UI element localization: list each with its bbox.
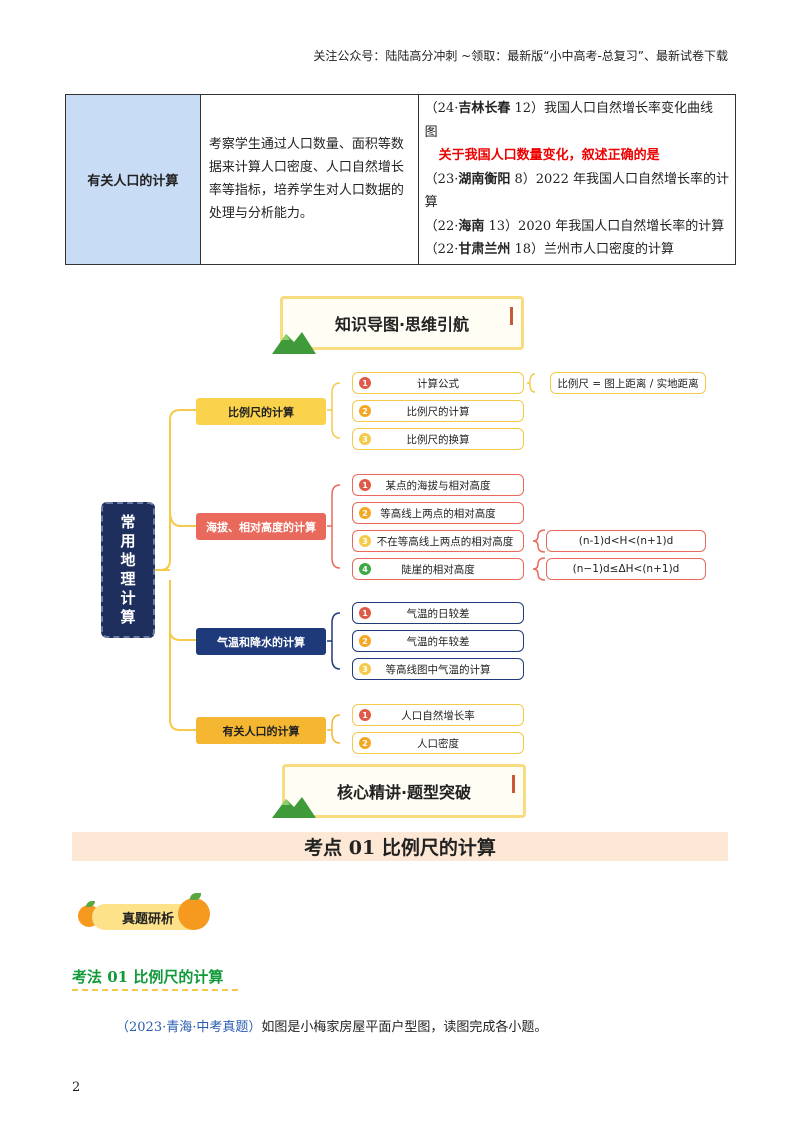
page-number: 2 xyxy=(72,1080,81,1095)
item-post: 12）我国人口自然增长率变化曲线 xyxy=(510,101,714,116)
item-src: 甘肃兰州 xyxy=(458,242,511,257)
scale-formula: 比例尺 = 图上距离 / 实地距离 xyxy=(550,372,706,394)
leaf-label: 气温的日较差 xyxy=(406,607,470,620)
mindmap-connectors xyxy=(150,373,546,744)
item-src: 湖南衡阳 xyxy=(458,171,511,187)
formula-cliff-height: (n−1)d≤ΔH<(n+1)d xyxy=(546,558,706,580)
leaf-icon xyxy=(86,901,95,907)
leaf-label: 比例尺的换算 xyxy=(406,433,470,446)
leaf-label: 等高线上两点的相对高度 xyxy=(380,507,496,520)
mountain-icon xyxy=(272,797,316,818)
item-pre: （22· xyxy=(424,218,459,234)
root-char: 常 xyxy=(120,513,136,531)
leaf-cliff: 4 陡崖的相对高度 xyxy=(352,558,524,580)
leaf-contour-temp: 3 等高线图中气温的计算 xyxy=(352,658,524,680)
root-char: 计 xyxy=(120,589,136,607)
item-line: 图 xyxy=(425,121,729,145)
banner-tick xyxy=(512,775,515,793)
leaf-elevation-off-contour: 3 不在等高线上两点的相对高度 xyxy=(352,530,524,552)
leaf-label: 某点的海拔与相对高度 xyxy=(385,479,491,492)
orange-icon xyxy=(178,898,210,930)
leaf-annual-range: 2 气温的年较差 xyxy=(352,630,524,652)
number-badge: 1 xyxy=(359,377,371,389)
leaf-icon xyxy=(190,893,201,900)
number-badge: 3 xyxy=(359,535,371,547)
item-pre: 算 xyxy=(424,195,438,210)
item-pre: （24· xyxy=(424,101,459,116)
leaf-label: 人口自然增长率 xyxy=(401,709,475,722)
leaf-label: 比例尺的计算 xyxy=(406,405,470,418)
formula-relative-height: (n-1)d<H<(n+1)d xyxy=(546,530,706,552)
banner-title: 核心精讲·题型突破 xyxy=(336,783,472,802)
leaf-scale-calc: 2 比例尺的计算 xyxy=(352,400,524,422)
mindmap-root: 常用地理计算 xyxy=(101,502,155,638)
number-badge: 1 xyxy=(359,709,371,721)
leaf-formula: 1 计算公式 xyxy=(352,372,524,394)
root-char: 理 xyxy=(120,570,136,588)
leaf-label: 计算公式 xyxy=(417,377,459,390)
leaf-elevation-contour: 2 等高线上两点的相对高度 xyxy=(352,502,524,524)
mindmap-banner: 知识导图·思维引航 xyxy=(280,296,524,350)
number-badge: 2 xyxy=(359,737,371,749)
banner-tick xyxy=(510,307,513,325)
item-post: 13）2020 年我国人口自然增长率的计算 xyxy=(484,218,725,234)
item-src: 海南 xyxy=(458,218,485,234)
item-pre: （22· xyxy=(424,242,459,257)
item-line: （22·海南 13）2020 年我国人口自然增长率的计算 xyxy=(425,215,729,239)
number-badge: 2 xyxy=(359,635,371,647)
question-text: 如图是小梅家房屋平面户型图，读图完成各小题。 xyxy=(261,1020,548,1035)
question-source: （2023·青海·中考真题） xyxy=(116,1020,262,1035)
leaf-label: 不在等高线上两点的相对高度 xyxy=(376,535,514,548)
leaf-growth-rate: 1 人口自然增长率 xyxy=(352,704,524,726)
item-pre: （23· xyxy=(424,171,459,187)
leaf-elevation-point: 1 某点的海拔与相对高度 xyxy=(352,474,524,496)
root-char: 用 xyxy=(120,532,136,550)
mountain-icon xyxy=(272,332,316,354)
leaf-daily-range: 1 气温的日较差 xyxy=(352,602,524,624)
leaf-label: 气温的年较差 xyxy=(406,635,470,648)
category-climate: 气温和降水的计算 xyxy=(196,628,326,655)
item-line: 关于我国人口数量变化，叙述正确的是 xyxy=(425,144,729,168)
number-badge: 3 xyxy=(359,663,371,675)
category-scale: 比例尺的计算 xyxy=(196,398,326,425)
item-line: 算 xyxy=(425,191,729,215)
question-stem: （2023·青海·中考真题）如图是小梅家房屋平面户型图，读图完成各小题。 xyxy=(116,1016,547,1035)
category-population: 有关人口的计算 xyxy=(196,717,326,744)
method-underline xyxy=(72,989,238,991)
page-header: 关注公众号：陆陆高分冲刺 ~领取：最新版“小中高考-总复习”、最新试卷下载 xyxy=(313,49,728,63)
items-cell: （24·吉林长春 12）我国人口自然增长率变化曲线图关于我国人口数量变化，叙述正… xyxy=(417,94,737,265)
number-badge: 2 xyxy=(359,405,371,417)
item-line: （24·吉林长春 12）我国人口自然增长率变化曲线 xyxy=(425,97,729,121)
number-badge: 1 xyxy=(359,479,371,491)
method-title: 考法 01 比例尺的计算 xyxy=(72,966,238,991)
item-pre: 图 xyxy=(424,124,438,140)
banner-title: 知识导图·思维引航 xyxy=(334,315,470,334)
number-badge: 3 xyxy=(359,433,371,445)
requirement-cell: 考察学生通过人口数量、面积等数据来计算人口密度、人口自然增长率等指标，培养学生对… xyxy=(199,94,419,265)
leaf-scale-convert: 3 比例尺的换算 xyxy=(352,428,524,450)
core-banner: 核心精讲·题型突破 xyxy=(282,764,526,818)
item-src: 吉林长春 xyxy=(458,101,511,116)
item-highlight: 关于我国人口数量变化，叙述正确的是 xyxy=(438,148,660,163)
number-badge: 4 xyxy=(359,563,371,575)
leaf-label: 陡崖的相对高度 xyxy=(401,563,475,576)
section-title: 考点 01 比例尺的计算 xyxy=(72,832,728,861)
leaf-label: 等高线图中气温的计算 xyxy=(385,663,491,676)
method-label: 考法 01 比例尺的计算 xyxy=(72,968,224,986)
root-char: 地 xyxy=(120,551,136,569)
item-line: （22·甘肃兰州 18）兰州市人口密度的计算 xyxy=(425,238,729,262)
category-elevation: 海拔、相对高度的计算 xyxy=(196,513,326,540)
number-badge: 1 xyxy=(359,607,371,619)
leaf-label: 人口密度 xyxy=(417,737,459,750)
topic-table: 有关人口的计算 考察学生通过人口数量、面积等数据来计算人口密度、人口自然增长率等… xyxy=(65,94,737,265)
root-char: 算 xyxy=(120,608,136,626)
leaf-density: 2 人口密度 xyxy=(352,732,524,754)
topic-cell: 有关人口的计算 xyxy=(65,94,201,265)
item-line: （23·湖南衡阳 8）2022 年我国人口自然增长率的计 xyxy=(425,168,729,192)
item-post: 8）2022 年我国人口自然增长率的计 xyxy=(510,171,730,187)
number-badge: 2 xyxy=(359,507,371,519)
item-post: 18）兰州市人口密度的计算 xyxy=(510,242,675,257)
